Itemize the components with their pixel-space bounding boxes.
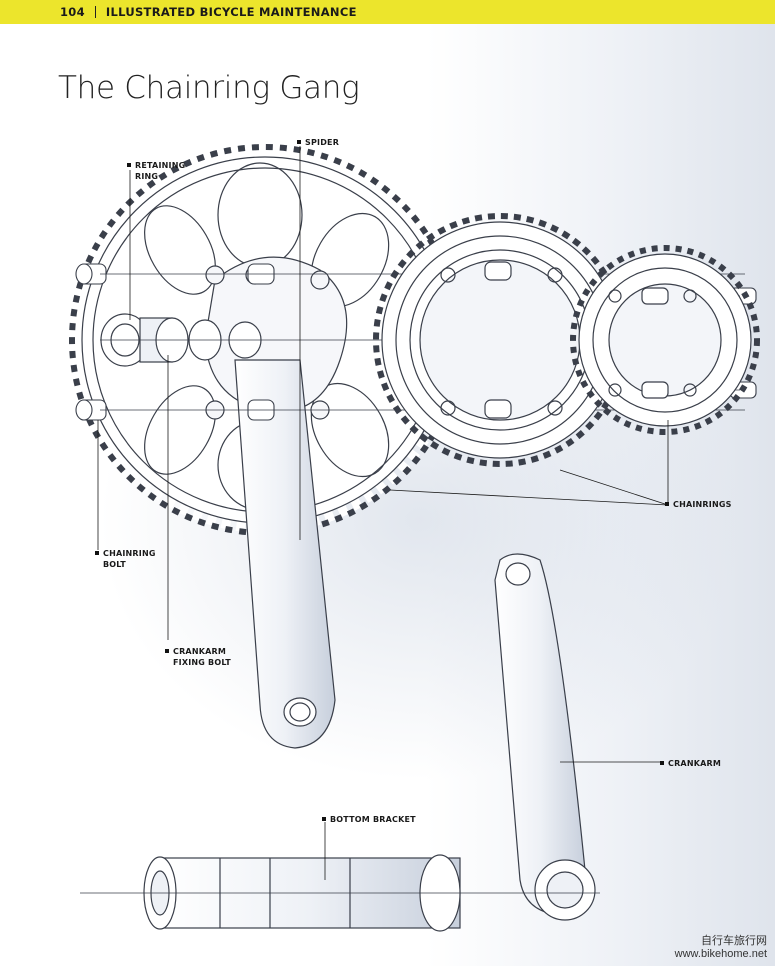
running-header: 104 ILLUSTRATED BICYCLE MAINTENANCE: [0, 0, 775, 24]
small-chainring: [570, 245, 760, 435]
watermark-cn: 自行车旅行网: [701, 935, 767, 947]
label-chainrings: CHAINRINGS: [665, 499, 732, 510]
bottom-bracket: [80, 854, 600, 932]
attached-crankarm: [234, 359, 336, 749]
label-spider: SPIDER: [297, 137, 339, 148]
page-title: The Chainring Gang: [58, 70, 360, 106]
label-crankarm: CRANKARM: [660, 758, 721, 769]
watermark: 自行车旅行网 www.bikehome.net: [675, 932, 767, 960]
header-separator: [94, 6, 96, 18]
leader-lines: [97, 146, 669, 880]
book-title: ILLUSTRATED BICYCLE MAINTENANCE: [105, 5, 357, 19]
page-number: 104: [60, 5, 85, 19]
separate-crankarm: [494, 553, 596, 921]
label-bottom-bracket: BOTTOM BRACKET: [322, 814, 416, 825]
header-text: 104 ILLUSTRATED BICYCLE MAINTENANCE: [60, 5, 357, 19]
watermark-url: www.bikehome.net: [674, 948, 767, 960]
